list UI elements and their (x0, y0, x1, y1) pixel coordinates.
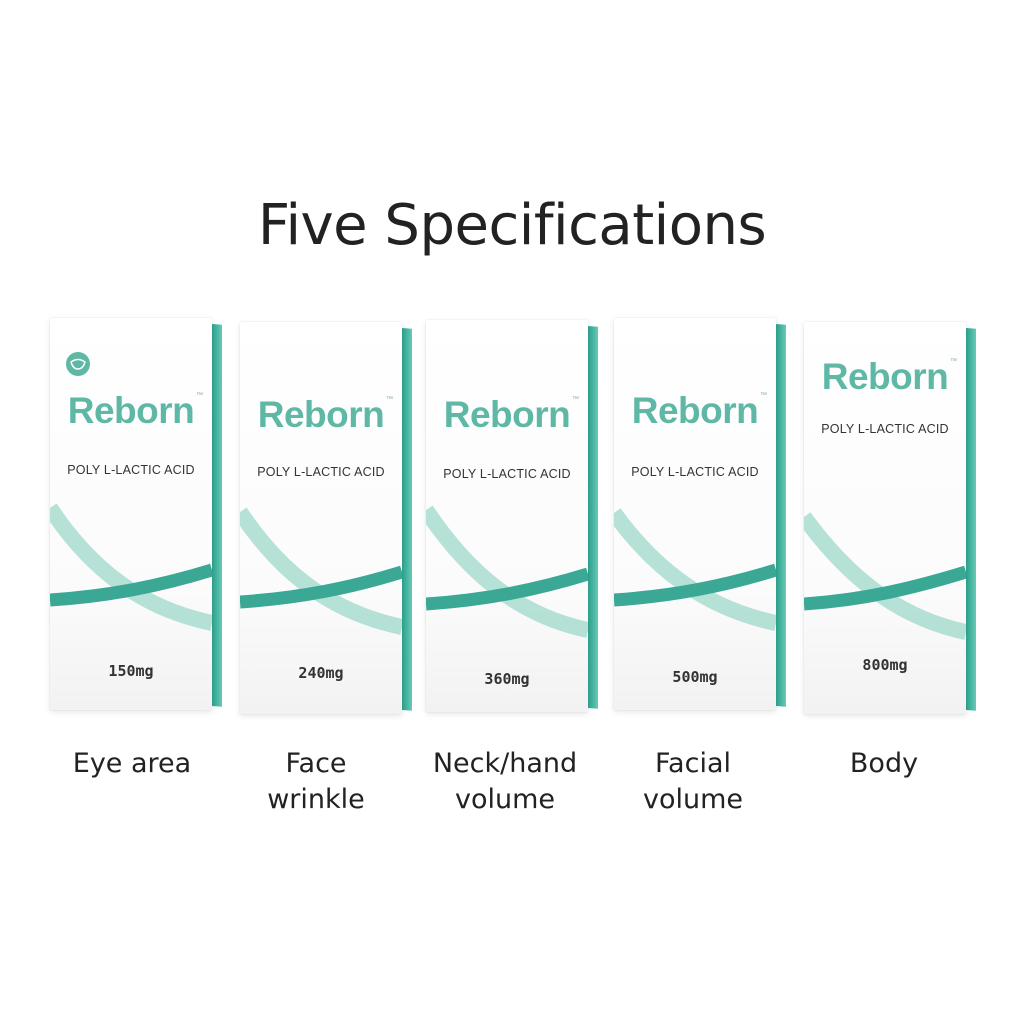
caption-line: Body (849, 748, 919, 779)
product-box-800mg: Reborn ™ POLY L-LACTIC ACID 800mg (804, 322, 978, 714)
caption-line: volume (454, 784, 556, 815)
caption-line: Face (285, 748, 347, 779)
product-subtitle: POLY L-LACTIC ACID (631, 465, 759, 479)
wave-decoration (614, 508, 776, 631)
caption-body: Body (789, 746, 979, 782)
dose-label: 150mg (108, 662, 154, 680)
trademark: ™ (386, 396, 393, 403)
trademark: ™ (950, 358, 957, 365)
brand-name: Reborn (631, 390, 759, 431)
caption-line: wrinkle (267, 784, 365, 815)
caption-facial-volume: Facial volume (598, 746, 788, 818)
product-subtitle: POLY L-LACTIC ACID (443, 467, 571, 481)
caption-eye-area: Eye area (37, 746, 227, 782)
caption-face-wrinkle: Face wrinkle (221, 746, 411, 818)
brand-name: Reborn (821, 356, 949, 397)
page-title: Five Specifications (257, 193, 767, 258)
dose-label: 360mg (484, 670, 530, 688)
product-subtitle: POLY L-LACTIC ACID (257, 465, 385, 479)
wave-decoration (240, 507, 402, 635)
product-box-500mg: Reborn ™ POLY L-LACTIC ACID 500mg (614, 318, 788, 710)
box-front: Reborn ™ POLY L-LACTIC ACID 500mg (614, 318, 776, 710)
caption-line: Eye area (72, 748, 192, 779)
box-side (588, 326, 598, 709)
box-side (966, 328, 976, 711)
box-side (402, 328, 412, 711)
logo-icon (66, 352, 90, 376)
wave-decoration (426, 505, 588, 638)
caption-line: volume (642, 784, 744, 815)
product-subtitle: POLY L-LACTIC ACID (67, 463, 195, 477)
trademark: ™ (572, 396, 579, 403)
caption-line: Facial (655, 748, 731, 779)
dose-label: 800mg (862, 656, 908, 674)
box-front: Reborn ™ POLY L-LACTIC ACID 240mg (240, 322, 402, 714)
caption-line: Neck/hand (432, 748, 578, 779)
box-front: Reborn ™ POLY L-LACTIC ACID 800mg (804, 322, 966, 714)
brand-name: Reborn (443, 394, 571, 435)
brand-name: Reborn (257, 394, 385, 435)
brand-name: Reborn (67, 390, 195, 431)
box-front: Reborn ™ POLY L-LACTIC ACID 360mg (426, 320, 588, 712)
box-side (776, 324, 786, 707)
trademark: ™ (760, 392, 767, 399)
trademark: ™ (196, 392, 203, 399)
product-subtitle: POLY L-LACTIC ACID (821, 422, 949, 436)
caption-neck-hand-volume: Neck/hand volume (410, 746, 600, 818)
product-box-240mg: Reborn ™ POLY L-LACTIC ACID 240mg (240, 322, 414, 714)
dose-label: 240mg (298, 664, 344, 682)
wave-decoration (804, 512, 966, 640)
product-box-360mg: Reborn ™ POLY L-LACTIC ACID 360mg (426, 320, 600, 712)
box-side (212, 324, 222, 707)
wave-decoration (50, 503, 212, 631)
dose-label: 500mg (672, 668, 718, 686)
product-box-150mg: Reborn ™ POLY L-LACTIC ACID 150mg (50, 318, 224, 710)
box-front: Reborn ™ POLY L-LACTIC ACID 150mg (50, 318, 212, 710)
